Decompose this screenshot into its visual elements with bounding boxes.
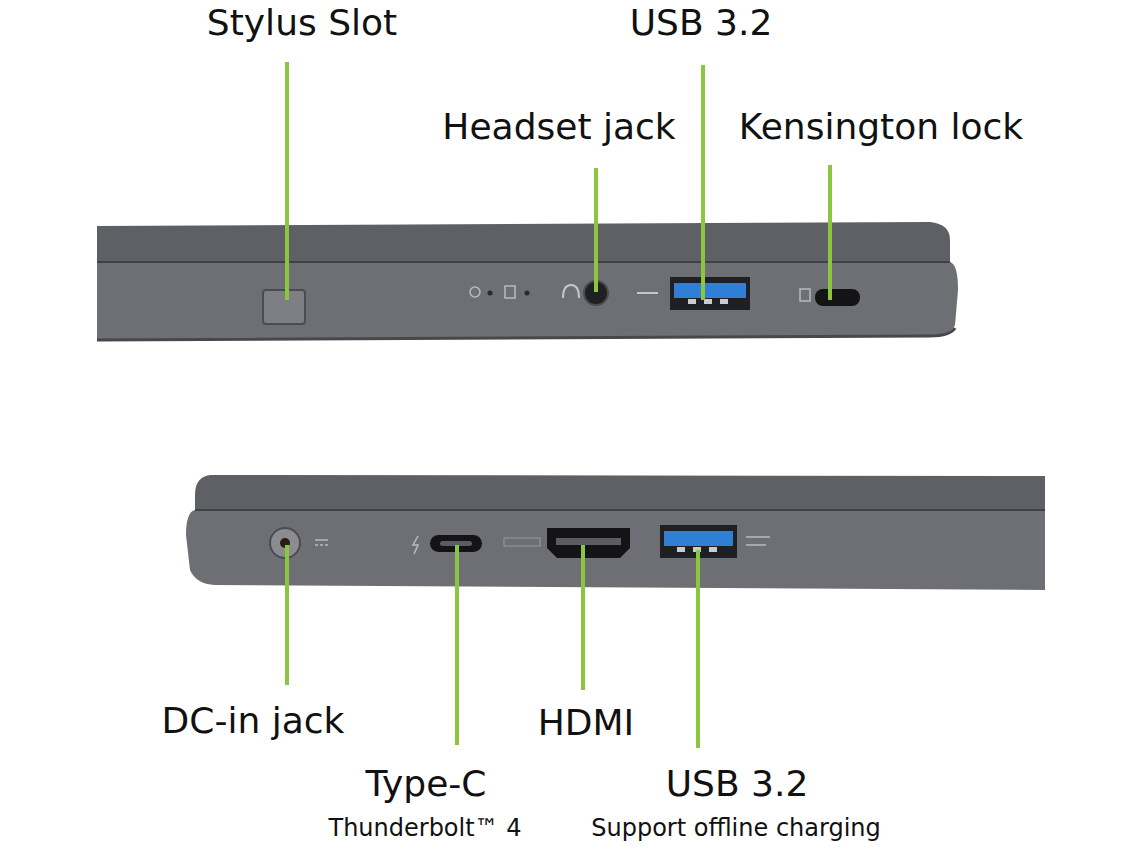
port-note: Support offline charging [591, 815, 881, 843]
laptop-left-side [186, 475, 1045, 590]
leader-lines [287, 62, 830, 748]
port-label: Headset jack [442, 106, 675, 147]
port-note: Thunderbolt™ 4 [328, 815, 521, 843]
port-label: USB 3.2 [666, 763, 809, 804]
port-label: USB 3.2 [630, 2, 773, 43]
port-label: DC-in jack [162, 700, 345, 741]
port-label: Type-C [366, 763, 487, 804]
port-label: Stylus Slot [207, 2, 397, 43]
port-label: Kensington lock [739, 106, 1023, 147]
port-label: HDMI [538, 702, 634, 743]
